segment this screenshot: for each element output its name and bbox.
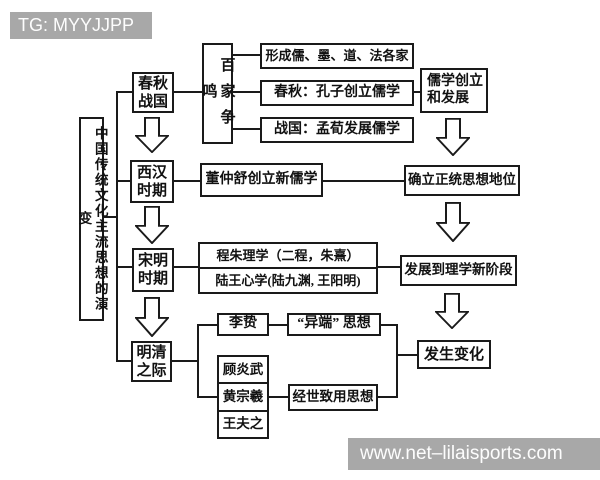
connector-branch-thinkers bbox=[197, 396, 217, 398]
connector-mingqing-branch bbox=[172, 360, 198, 362]
connector-lixue-newstage bbox=[378, 266, 400, 268]
connector-chunqiu-baijia bbox=[174, 91, 202, 93]
node-ruxue-chuangli-line1: 儒学创立 bbox=[427, 73, 483, 89]
node-ruxue-chuangli-line2: 和发展 bbox=[427, 90, 469, 106]
watermark-top-left: TG: MYYJJPP bbox=[10, 12, 152, 39]
connector-left-spine bbox=[116, 91, 118, 362]
connector-songming-lixue bbox=[174, 266, 198, 268]
connector-title-spine bbox=[103, 216, 117, 218]
connector-spine-mingqing bbox=[116, 360, 131, 362]
connector-baijia-mengxun bbox=[233, 128, 260, 130]
connector-baijia-schools bbox=[233, 54, 260, 56]
node-change-happens: 发生变化 bbox=[417, 340, 491, 369]
node-ruxue-chuangli: 儒学创立 和发展 bbox=[420, 68, 488, 113]
connector-dong-orthodox bbox=[323, 180, 404, 182]
node-lixue-group: 程朱理学（二程，朱熹） 陆王心学(陆九渊, 王阳明) bbox=[198, 242, 378, 294]
node-orthodox-status: 确立正统思想地位 bbox=[404, 165, 520, 196]
down-arrow-chunqiu-xihan bbox=[135, 117, 169, 153]
node-baijia-zhengming: 百家争鸣 bbox=[201, 43, 235, 144]
down-arrow-newstage-change bbox=[435, 293, 469, 329]
node-chengzhu-lixue: 程朱理学（二程，朱熹） bbox=[216, 247, 360, 263]
connector-huang-jingshi bbox=[269, 396, 288, 398]
node-three-thinkers-group: 顾炎武 黄宗羲 王夫之 bbox=[217, 355, 269, 439]
node-heresy-thought: “异端” 思想 bbox=[287, 313, 381, 336]
connector-jingshi-right bbox=[378, 396, 398, 398]
connector-branch-vertical bbox=[197, 324, 199, 398]
node-period-chunqiu-zhanguo: 春秋战国 bbox=[132, 72, 174, 113]
connector-kongzi-ruxue bbox=[414, 91, 420, 93]
connector-xihan-dong bbox=[174, 180, 200, 182]
node-huang-zongxi: 黄宗羲 bbox=[219, 382, 267, 409]
node-dong-zhongshu: 董仲舒创立新儒学 bbox=[200, 163, 323, 197]
down-arrow-ruxue-orthodox bbox=[436, 118, 470, 156]
node-mengxun: 战国：孟荀发展儒学 bbox=[260, 117, 414, 143]
node-period-mingqing: 明清之际 bbox=[131, 341, 172, 382]
node-luwang-xinxue: 陆王心学(陆九渊, 王阳明) bbox=[200, 267, 376, 292]
connector-right-vertical bbox=[396, 324, 398, 398]
connector-spine-xihan bbox=[116, 180, 130, 182]
connector-lizhi-heresy bbox=[269, 324, 287, 326]
down-arrow-songming-mingqing bbox=[135, 297, 169, 337]
connector-spine-songming bbox=[116, 266, 132, 268]
node-li-zhi: 李贽 bbox=[217, 313, 269, 336]
node-lixue-new-stage: 发展到理学新阶段 bbox=[400, 255, 517, 286]
connector-right-change bbox=[396, 354, 417, 356]
node-period-xihan: 西汉时期 bbox=[130, 160, 174, 203]
node-schools-formed: 形成儒、墨、道、法各家 bbox=[260, 43, 414, 69]
diagram-title: 中国传统文化主流思想的演变 bbox=[77, 117, 108, 321]
connector-branch-lizhi bbox=[197, 324, 217, 326]
connector-baijia-kongzi bbox=[233, 91, 260, 93]
node-wang-fuzhi: 王夫之 bbox=[219, 409, 267, 437]
node-kongzi: 春秋：孔子创立儒学 bbox=[260, 80, 414, 106]
node-jingshi-zhiyong: 经世致用思想 bbox=[288, 384, 378, 411]
down-arrow-xihan-songming bbox=[135, 206, 169, 244]
connector-spine-chunqiu bbox=[116, 91, 132, 93]
down-arrow-orthodox-newstage bbox=[436, 202, 470, 242]
watermark-bottom-right: www.net–lilaisports.com bbox=[348, 438, 600, 470]
node-period-songming: 宋明时期 bbox=[132, 248, 174, 292]
node-gu-yanwu: 顾炎武 bbox=[222, 361, 264, 377]
connector-heresy-right bbox=[381, 324, 398, 326]
